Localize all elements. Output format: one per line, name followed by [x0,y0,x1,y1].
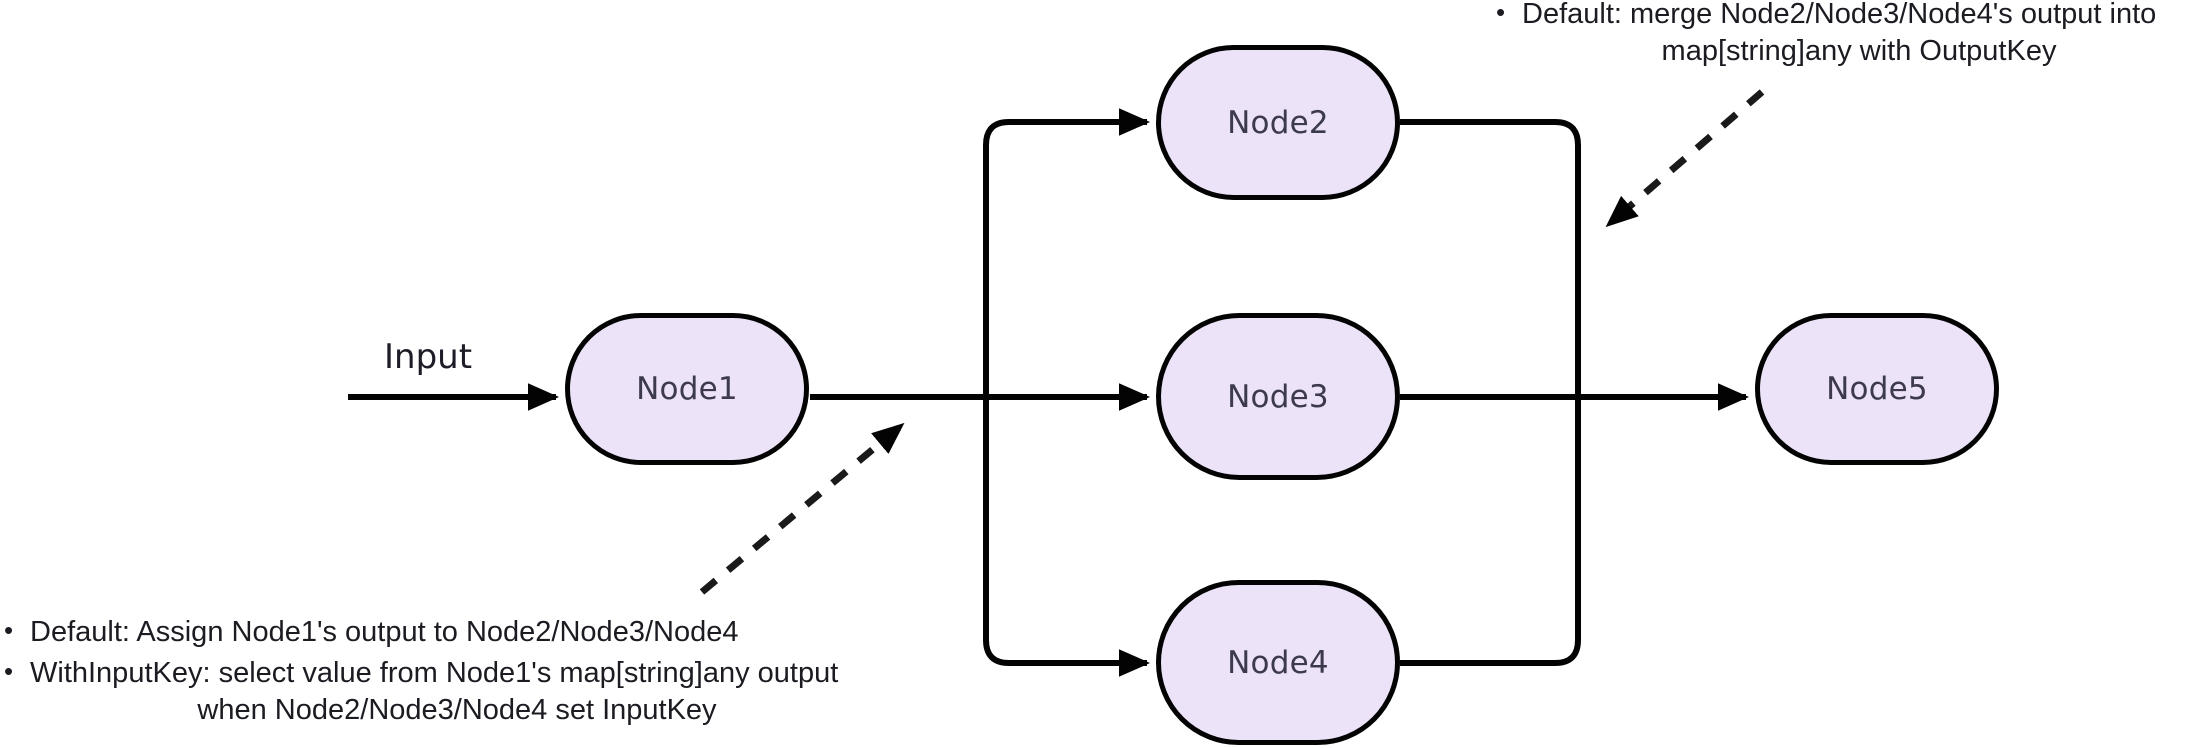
node-node3-label: Node3 [1227,378,1329,415]
annotation-with-input-key-line1: WithInputKey: select value from Node1's … [30,657,839,690]
annotation-output-merge-row: • Default: merge Node2/Node3/Node4's out… [1496,0,2196,70]
dashed-leader-bottom-left [699,422,905,595]
edge-split-to-node2 [983,108,1151,397]
annotation-with-input-key-body: WithInputKey: select value from Node1's … [30,655,884,729]
annotation-output-merge-line2: map[string]any with OutputKey [1661,35,2057,68]
annotation-input-assign: • Default: Assign Node1's output to Node… [4,614,884,729]
annotation-output-merge-line1: Default: merge Node2/Node3/Node4's outpu… [1522,0,2157,30]
node-node5-label: Node5 [1826,371,1928,407]
bullet-icon: • [1496,0,1506,27]
annotation-with-input-key-row: • WithInputKey: select value from Node1'… [4,655,884,729]
edge-split-to-node4 [983,397,1151,677]
bullet-icon: • [4,615,14,645]
annotation-default-assign-body: Default: Assign Node1's output to Node2/… [30,616,739,648]
node-node2[interactable]: Node2 [1156,45,1400,200]
node-node1[interactable]: Node1 [565,313,809,465]
node-node2-label: Node2 [1227,104,1329,141]
edge-node4-to-merge [1400,397,1581,666]
annotation-default-assign-row: • Default: Assign Node1's output to Node… [4,614,884,651]
annotation-with-input-key-line2: when Node2/Node3/Node4 set InputKey [197,694,717,727]
node-node4[interactable]: Node4 [1156,580,1400,745]
input-edge-label: Input [384,337,473,377]
node-node3[interactable]: Node3 [1156,313,1400,480]
bullet-icon: • [4,656,14,687]
node-node4-label: Node4 [1227,644,1329,681]
edge-node2-to-merge [1400,119,1581,397]
dashed-leader-top-right [1605,89,1765,228]
annotation-output-merge-body: Default: merge Node2/Node3/Node4's outpu… [1522,0,2196,70]
node-node1-label: Node1 [636,371,738,407]
node-node5[interactable]: Node5 [1755,313,1999,465]
annotation-output-merge: • Default: merge Node2/Node3/Node4's out… [1496,0,2196,70]
